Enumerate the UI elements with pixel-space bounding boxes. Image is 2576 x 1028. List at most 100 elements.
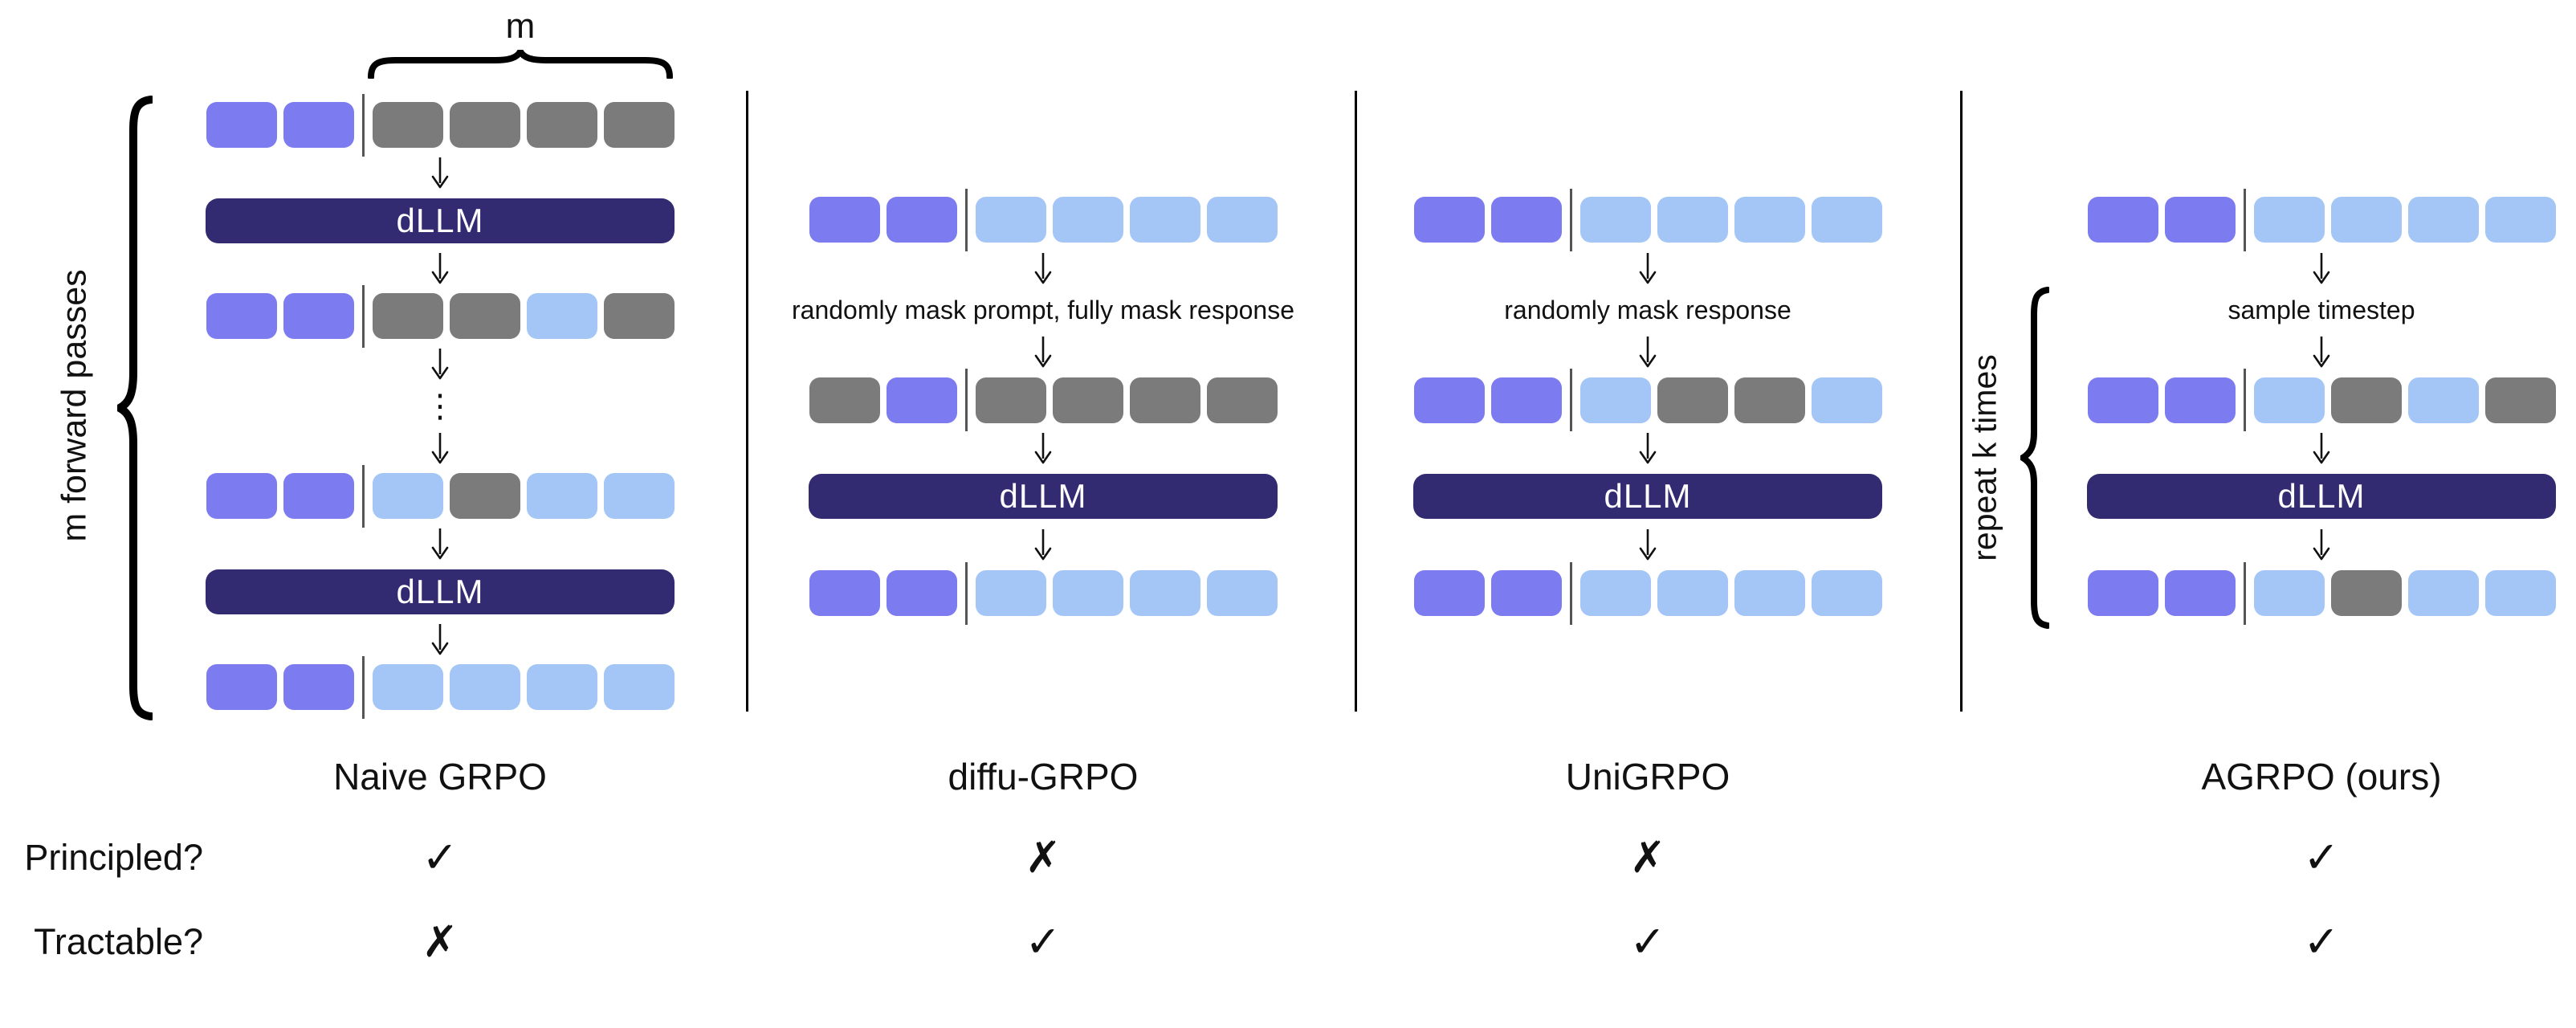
down-arrow-icon: [1033, 528, 1054, 561]
column-divider: [1355, 91, 1357, 712]
down-arrow-icon: [1033, 252, 1054, 284]
token-prompt: [2164, 197, 2236, 243]
token-prompt: [1490, 197, 1562, 243]
token-row: [1413, 369, 1882, 431]
prompt-response-divider: [361, 284, 365, 348]
token-response: [372, 473, 443, 519]
step-annotation: randomly mask response: [1504, 295, 1791, 324]
m-brace-label: m: [505, 6, 536, 46]
token-masked: [449, 102, 520, 148]
token-masked: [1206, 377, 1278, 423]
dllm-bar: dLLM: [1413, 474, 1882, 520]
check-mark: ✓: [422, 832, 459, 883]
token-response: [2253, 197, 2325, 243]
token-prompt: [283, 664, 354, 710]
down-arrow-icon: [2311, 528, 2332, 561]
down-arrow-icon: [1637, 432, 1658, 464]
token-masked: [449, 473, 520, 519]
method-title-naive-grpo: Naive GRPO: [333, 756, 547, 798]
token-row: [206, 93, 675, 157]
token-row: [1413, 561, 1882, 625]
token-response: [1052, 570, 1123, 616]
token-masked: [1052, 377, 1123, 423]
prompt-response-divider: [1569, 188, 1572, 251]
prompt-response-divider: [2243, 369, 2246, 431]
down-arrow-icon: [430, 252, 450, 284]
token-response: [2330, 197, 2402, 243]
method-title-diffu-grpo: diffu-GRPO: [948, 756, 1139, 798]
method-column-diffu-grpo: randomly mask prompt, fully mask respons…: [792, 188, 1294, 625]
dllm-bar: dLLM: [206, 198, 675, 243]
token-prompt: [2164, 377, 2236, 423]
method-column-unigrpo: randomly mask response dLLM: [1413, 188, 1882, 625]
ellipsis-dots: ⋮: [424, 387, 456, 425]
token-response: [2407, 197, 2479, 243]
token-masked: [526, 102, 597, 148]
down-arrow-icon: [430, 623, 450, 655]
down-arrow-icon: [430, 432, 450, 464]
token-response: [975, 197, 1046, 243]
token-response: [1579, 570, 1651, 616]
token-prompt: [206, 473, 277, 519]
token-response: [1579, 197, 1651, 243]
token-prompt: [886, 570, 957, 616]
token-masked: [449, 293, 520, 339]
token-response: [1657, 197, 1728, 243]
token-prompt: [206, 102, 277, 148]
token-row: [2087, 369, 2556, 431]
token-prompt: [809, 197, 880, 243]
token-prompt: [206, 664, 277, 710]
token-masked: [2330, 377, 2402, 423]
token-response: [603, 473, 675, 519]
token-response: [2484, 197, 2556, 243]
prompt-response-divider: [1569, 369, 1572, 431]
token-prompt: [2087, 377, 2158, 423]
principled-row-label: Principled?: [24, 837, 203, 878]
check-mark: ✓: [2303, 916, 2340, 967]
down-arrow-icon: [1637, 252, 1658, 284]
tractable-row-label: Tractable?: [34, 921, 203, 962]
repeat-k-times-brace: [2020, 287, 2049, 629]
cross-mark: ✗: [1629, 832, 1666, 883]
token-response: [1129, 197, 1200, 243]
token-response: [2407, 570, 2479, 616]
token-row: [2087, 188, 2556, 251]
token-prompt: [1413, 197, 1485, 243]
down-arrow-icon: [1637, 336, 1658, 368]
token-response: [1734, 570, 1805, 616]
m-forward-passes-brace: [117, 96, 153, 720]
token-response: [1129, 570, 1200, 616]
token-prompt: [1490, 570, 1562, 616]
token-masked: [603, 102, 675, 148]
token-prompt: [283, 473, 354, 519]
token-response: [2484, 570, 2556, 616]
token-prompt: [2087, 197, 2158, 243]
token-masked: [809, 377, 880, 423]
token-masked: [372, 102, 443, 148]
cross-mark: ✗: [422, 916, 459, 967]
cross-mark: ✗: [1025, 832, 1062, 883]
token-row: [206, 655, 675, 719]
token-masked: [2330, 570, 2402, 616]
step-annotation: randomly mask prompt, fully mask respons…: [792, 295, 1294, 324]
down-arrow-icon: [430, 348, 450, 380]
token-prompt: [2087, 570, 2158, 616]
token-prompt: [2164, 570, 2236, 616]
token-response: [1206, 197, 1278, 243]
token-prompt: [283, 102, 354, 148]
m-forward-passes-label: m forward passes: [55, 269, 94, 542]
column-divider: [1960, 91, 1963, 712]
token-row: [809, 561, 1278, 625]
token-row: [809, 188, 1278, 251]
token-masked: [1129, 377, 1200, 423]
token-masked: [603, 293, 675, 339]
token-prompt: [886, 197, 957, 243]
token-response: [526, 664, 597, 710]
token-response: [975, 570, 1046, 616]
prompt-response-divider: [1569, 561, 1572, 625]
down-arrow-icon: [430, 528, 450, 560]
token-prompt: [1490, 377, 1562, 423]
method-title-unigrpo: UniGRPO: [1565, 756, 1730, 798]
prompt-response-divider: [2243, 561, 2246, 625]
down-arrow-icon: [430, 157, 450, 189]
